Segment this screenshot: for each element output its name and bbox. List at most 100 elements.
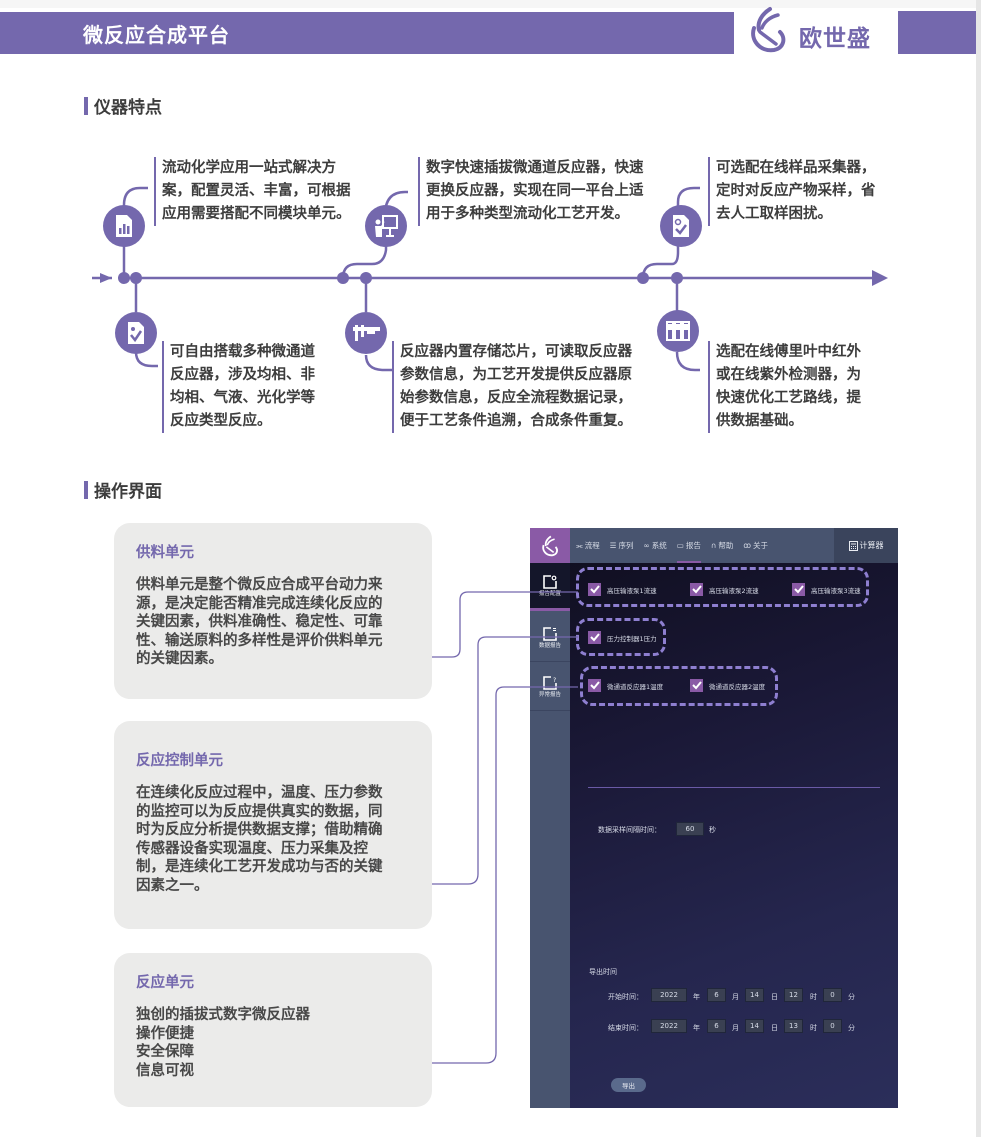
- unit-year: 年: [693, 1024, 700, 1032]
- checkbox-pump-2[interactable]: 高压输液泵2流速: [690, 583, 759, 596]
- card-body: 供料单元是整个微反应合成平台动力来源，是决定能否精准完成连续化反应的关键因素，供…: [136, 577, 383, 667]
- flow-icon: ⫘: [576, 540, 583, 550]
- start-minute-input[interactable]: 0: [823, 988, 842, 1002]
- start-day-input[interactable]: 14: [745, 988, 764, 1002]
- sampling-unit: 秒: [709, 826, 716, 834]
- report-config-icon: [543, 574, 557, 589]
- sampling-label: 数据采样间隔时间：: [598, 826, 661, 834]
- export-button[interactable]: 导出: [611, 1078, 646, 1092]
- end-month-input[interactable]: 6: [707, 1019, 726, 1033]
- nav-report[interactable]: ▭报告: [676, 528, 701, 563]
- end-hour-input[interactable]: 13: [784, 1019, 803, 1033]
- top-strip: [0, 0, 976, 8]
- checkbox-pump-3[interactable]: 高压输液泵3流速: [792, 583, 861, 596]
- unit-hour: 时: [810, 993, 817, 1001]
- section-divider: [588, 787, 880, 788]
- header-block: [898, 11, 976, 54]
- nav-system[interactable]: ∞系统: [643, 541, 667, 550]
- unit-month: 月: [732, 1024, 739, 1032]
- app-logo-icon: [530, 528, 570, 563]
- feature-text-6: 选配在线傅里叶中红外或在线紫外检测器，为快速优化工艺路线，提供数据基础。: [708, 341, 861, 433]
- unit-day: 日: [771, 1024, 778, 1032]
- unit-year: 年: [693, 993, 700, 1001]
- check-icon: [690, 583, 703, 596]
- page-edge: [976, 0, 981, 1137]
- section-marker: [84, 480, 88, 499]
- card-title: 反应单元: [136, 975, 194, 991]
- feature-text-3: 数字快速插拔微通道反应器，快速更换反应器，实现在同一平台上适用于多种类型流动化工…: [418, 157, 644, 226]
- checkbox-temp-1[interactable]: 微通道反应器1温度: [588, 679, 663, 692]
- check-icon: [792, 583, 805, 596]
- data-report-icon: [543, 626, 557, 641]
- presenter-board-icon: [365, 205, 407, 247]
- unit-minute: 分: [848, 993, 855, 1001]
- calculator-icon: [848, 540, 858, 551]
- unit-day: 日: [771, 993, 778, 1001]
- check-icon: [588, 631, 601, 644]
- export-title: 导出时间: [589, 968, 617, 976]
- sampling-interval-input[interactable]: 60: [676, 822, 704, 836]
- end-minute-input[interactable]: 0: [823, 1019, 842, 1033]
- users-icon: ꝏ: [743, 541, 751, 550]
- end-day-input[interactable]: 14: [745, 1019, 764, 1033]
- card-control-unit: 反应控制单元 在连续化反应过程中，温度、压力参数的监控可以为反应提供真实的数据，…: [114, 721, 432, 929]
- screen-sidebar: 报告配置 数据报告 ? 异常报告: [530, 563, 570, 1108]
- nav-help[interactable]: ∩帮助: [710, 541, 734, 550]
- start-month-input[interactable]: 6: [707, 988, 726, 1002]
- brand-name: 欧世盛: [799, 26, 871, 52]
- feature-text-4: 反应器内置存储芯片，可读取反应器参数信息，为工艺开发提供反应器原始参数信息，反应…: [392, 341, 632, 433]
- page-title: 微反应合成平台: [83, 23, 230, 47]
- card-feed-unit: 供料单元 供料单元是整个微反应合成平台动力来源，是决定能否精准完成连续化反应的关…: [114, 523, 432, 699]
- header-bar: [0, 12, 734, 54]
- check-icon: [588, 679, 601, 692]
- start-hour-input[interactable]: 12: [784, 988, 803, 1002]
- unit-month: 月: [732, 993, 739, 1001]
- unit-hour: 时: [810, 1024, 817, 1032]
- headset-icon: ∩: [710, 541, 717, 550]
- side-item-data-report[interactable]: 数据报告: [530, 614, 570, 662]
- svg-text:?: ?: [553, 677, 556, 684]
- list-icon: ☰: [609, 541, 617, 550]
- end-time-label: 结束时间：: [608, 1024, 643, 1032]
- checkbox-temp-2[interactable]: 微通道反应器2温度: [690, 679, 765, 692]
- unit-minute: 分: [848, 1024, 855, 1032]
- caliper-icon: [345, 312, 387, 354]
- system-icon: ∞: [643, 541, 650, 550]
- section-title-text: 操作界面: [94, 482, 162, 502]
- card-title: 供料单元: [136, 545, 194, 561]
- side-item-report-config[interactable]: 报告配置: [530, 563, 570, 611]
- pump-group-frame: [576, 567, 869, 607]
- feature-text-2: 可自由搭载多种微通道反应器，涉及均相、非均相、气液、光化学等反应类型反应。: [162, 341, 315, 433]
- sample-check-document-icon: [660, 205, 702, 247]
- timeline: [92, 186, 888, 372]
- card-title: 反应控制单元: [136, 753, 223, 769]
- detector-modules-icon: [657, 310, 699, 352]
- side-item-error-report[interactable]: ? 异常报告: [530, 663, 570, 711]
- checkbox-pressure-1[interactable]: 压力控制器1压力: [588, 631, 657, 644]
- checklist-document-icon: [115, 312, 157, 354]
- temperature-group-frame: [580, 666, 778, 706]
- report-icon: ▭: [676, 541, 684, 550]
- calculator-button[interactable]: 计算器: [834, 528, 898, 563]
- nav-flow[interactable]: ⫘流程: [576, 540, 600, 551]
- end-year-input[interactable]: 2022: [651, 1019, 687, 1033]
- card-body: 在连续化反应过程中，温度、压力参数的监控可以为反应提供真实的数据，同时为反应分析…: [136, 785, 383, 894]
- checkbox-pump-1[interactable]: 高压输液泵1流速: [588, 583, 657, 596]
- start-time-label: 开始时间：: [608, 993, 643, 1001]
- feature-text-1: 流动化学应用一站式解决方案，配置灵活、丰富，可根据应用需要搭配不同模块单元。: [154, 157, 351, 226]
- start-year-input[interactable]: 2022: [651, 988, 687, 1002]
- check-icon: [690, 679, 703, 692]
- bar-chart-document-icon: [103, 205, 145, 247]
- section-title-text: 仪器特点: [94, 98, 162, 118]
- check-icon: [588, 583, 601, 596]
- brand-logo-icon: [751, 7, 786, 53]
- nav-sequence[interactable]: ☰序列: [609, 541, 634, 550]
- feature-text-5: 可选配在线样品采集器，定时对反应产物采样，省去人工取样困扰。: [708, 157, 876, 226]
- section-title-ui: 操作界面: [84, 477, 162, 502]
- card-body: 独创的插拔式数字微反应器操作便捷安全保障信息可视: [136, 1007, 310, 1079]
- error-report-icon: ?: [543, 675, 557, 690]
- section-title-features: 仪器特点: [84, 93, 162, 118]
